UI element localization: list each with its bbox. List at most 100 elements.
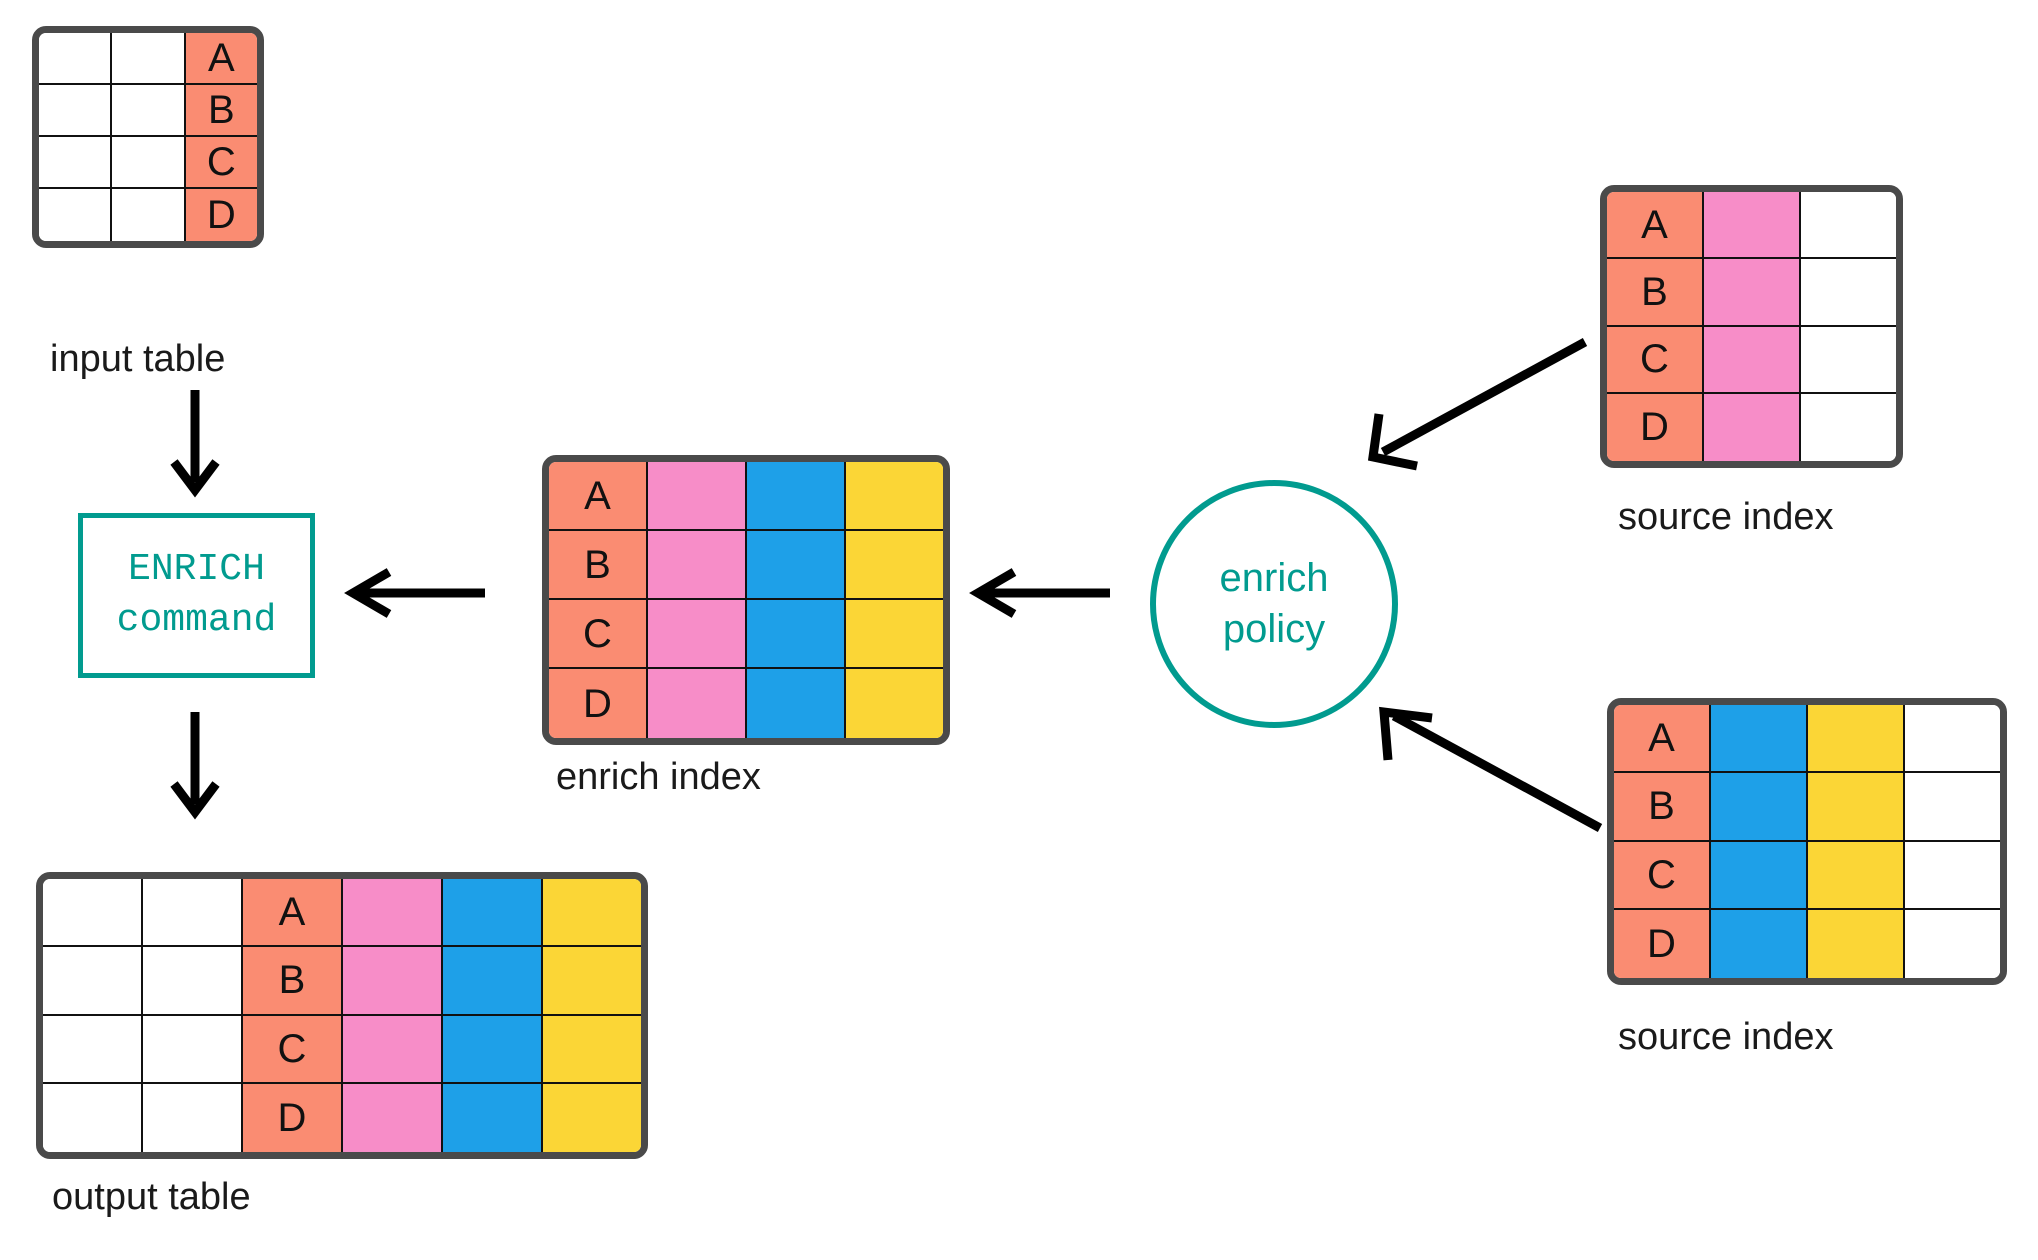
enrich-command-box[interactable]: ENRICH command: [78, 513, 315, 678]
table-cell: [43, 947, 143, 1016]
table-cell: [747, 531, 846, 600]
table-row: D: [1607, 393, 1896, 461]
table-cell: [443, 879, 543, 948]
output-table-block: A B C: [36, 872, 648, 1159]
table-cell: [1711, 705, 1808, 774]
table-cell: [43, 1083, 143, 1152]
table-cell: [1808, 909, 1905, 978]
table-row: C: [1607, 326, 1896, 394]
input-table-block: A B C D: [32, 26, 264, 248]
table-cell: [648, 669, 747, 738]
table-cell-key: D: [549, 669, 648, 738]
table-row: C: [39, 137, 257, 189]
table-cell: [543, 1083, 641, 1152]
table-cell: [43, 1015, 143, 1084]
table-row: D: [39, 189, 257, 241]
enrich-command-line-2: command: [116, 598, 277, 642]
table-cell: [543, 879, 641, 948]
enrich-policy-line-1: enrich: [1219, 555, 1329, 600]
table-cell: [1704, 259, 1801, 327]
table-cell-key: B: [549, 531, 648, 600]
table-cell: [1801, 259, 1896, 327]
enrich-policy-circle[interactable]: enrich policy: [1150, 480, 1398, 728]
table-cell: [1808, 705, 1905, 774]
table-cell: [39, 33, 113, 85]
table-cell: [648, 462, 747, 531]
table-cell: [747, 600, 846, 669]
table-cell: [1801, 192, 1896, 260]
table-row: A: [39, 33, 257, 85]
table-row: D: [43, 1083, 641, 1152]
table-cell-key: A: [1614, 705, 1711, 774]
table-row: C: [549, 600, 943, 669]
table-cell-key: D: [1607, 393, 1704, 461]
table-cell: [648, 600, 747, 669]
table-cell: [1704, 192, 1801, 260]
table-row: B: [1607, 259, 1896, 327]
table-cell-key: B: [185, 85, 257, 137]
table-cell: [1801, 393, 1896, 461]
table-cell-key: C: [185, 137, 257, 189]
table-cell: [1808, 773, 1905, 842]
input-table: A B C D: [32, 26, 264, 248]
table-cell: [543, 1015, 641, 1084]
table-cell: [143, 947, 243, 1016]
table-row: D: [549, 669, 943, 738]
table-cell: [1905, 909, 2000, 978]
table-cell: [1801, 326, 1896, 394]
table-cell: [39, 189, 113, 241]
enrich-index-table: A B C D: [542, 455, 950, 745]
arrow-command-to-output: [170, 712, 220, 820]
table-cell-key: C: [243, 1015, 343, 1084]
table-cell: [648, 531, 747, 600]
table-cell: [846, 600, 943, 669]
table-row: B: [43, 947, 641, 1016]
enrich-index-block: A B C D: [542, 455, 950, 745]
table-cell: [43, 879, 143, 948]
table-cell: [846, 462, 943, 531]
source-index-top-block: A B C D: [1600, 185, 1903, 468]
arrow-input-to-command: [170, 390, 220, 498]
table-cell: [1711, 909, 1808, 978]
enrich-index-caption: enrich index: [556, 756, 761, 798]
table-cell-key: B: [1607, 259, 1704, 327]
table-cell-key: B: [243, 947, 343, 1016]
arrow-enrich-index-to-command: [344, 568, 485, 618]
output-table-caption: output table: [52, 1176, 251, 1218]
table-row: C: [43, 1015, 641, 1084]
table-cell: [143, 1015, 243, 1084]
table-cell: [1711, 841, 1808, 910]
table-cell-key: D: [1614, 909, 1711, 978]
table-cell-key: C: [549, 600, 648, 669]
table-cell: [112, 85, 186, 137]
table-cell: [143, 879, 243, 948]
enrich-command-line-1: ENRICH: [128, 548, 265, 592]
table-row: B: [39, 85, 257, 137]
table-cell: [143, 1083, 243, 1152]
table-cell: [343, 1083, 443, 1152]
table-cell: [343, 1015, 443, 1084]
table-cell-key: C: [1607, 326, 1704, 394]
table-cell-key: D: [185, 189, 257, 241]
input-table-caption: input table: [50, 338, 226, 380]
output-table: A B C: [36, 872, 648, 1159]
table-cell: [112, 189, 186, 241]
table-cell: [1905, 705, 2000, 774]
table-row: D: [1614, 909, 2000, 978]
table-cell: [112, 137, 186, 189]
table-cell: [1711, 773, 1808, 842]
table-row: A: [1607, 192, 1896, 260]
source-index-top-table: A B C D: [1600, 185, 1903, 468]
table-cell: [747, 669, 846, 738]
table-row: C: [1614, 841, 2000, 910]
table-cell: [343, 947, 443, 1016]
table-cell: [443, 1015, 543, 1084]
table-cell-key: A: [185, 33, 257, 85]
table-row: A: [1614, 705, 2000, 774]
table-cell: [39, 137, 113, 189]
arrow-policy-to-enrich-index: [969, 568, 1110, 618]
table-cell: [1704, 326, 1801, 394]
table-cell: [39, 85, 113, 137]
table-row: A: [43, 879, 641, 948]
